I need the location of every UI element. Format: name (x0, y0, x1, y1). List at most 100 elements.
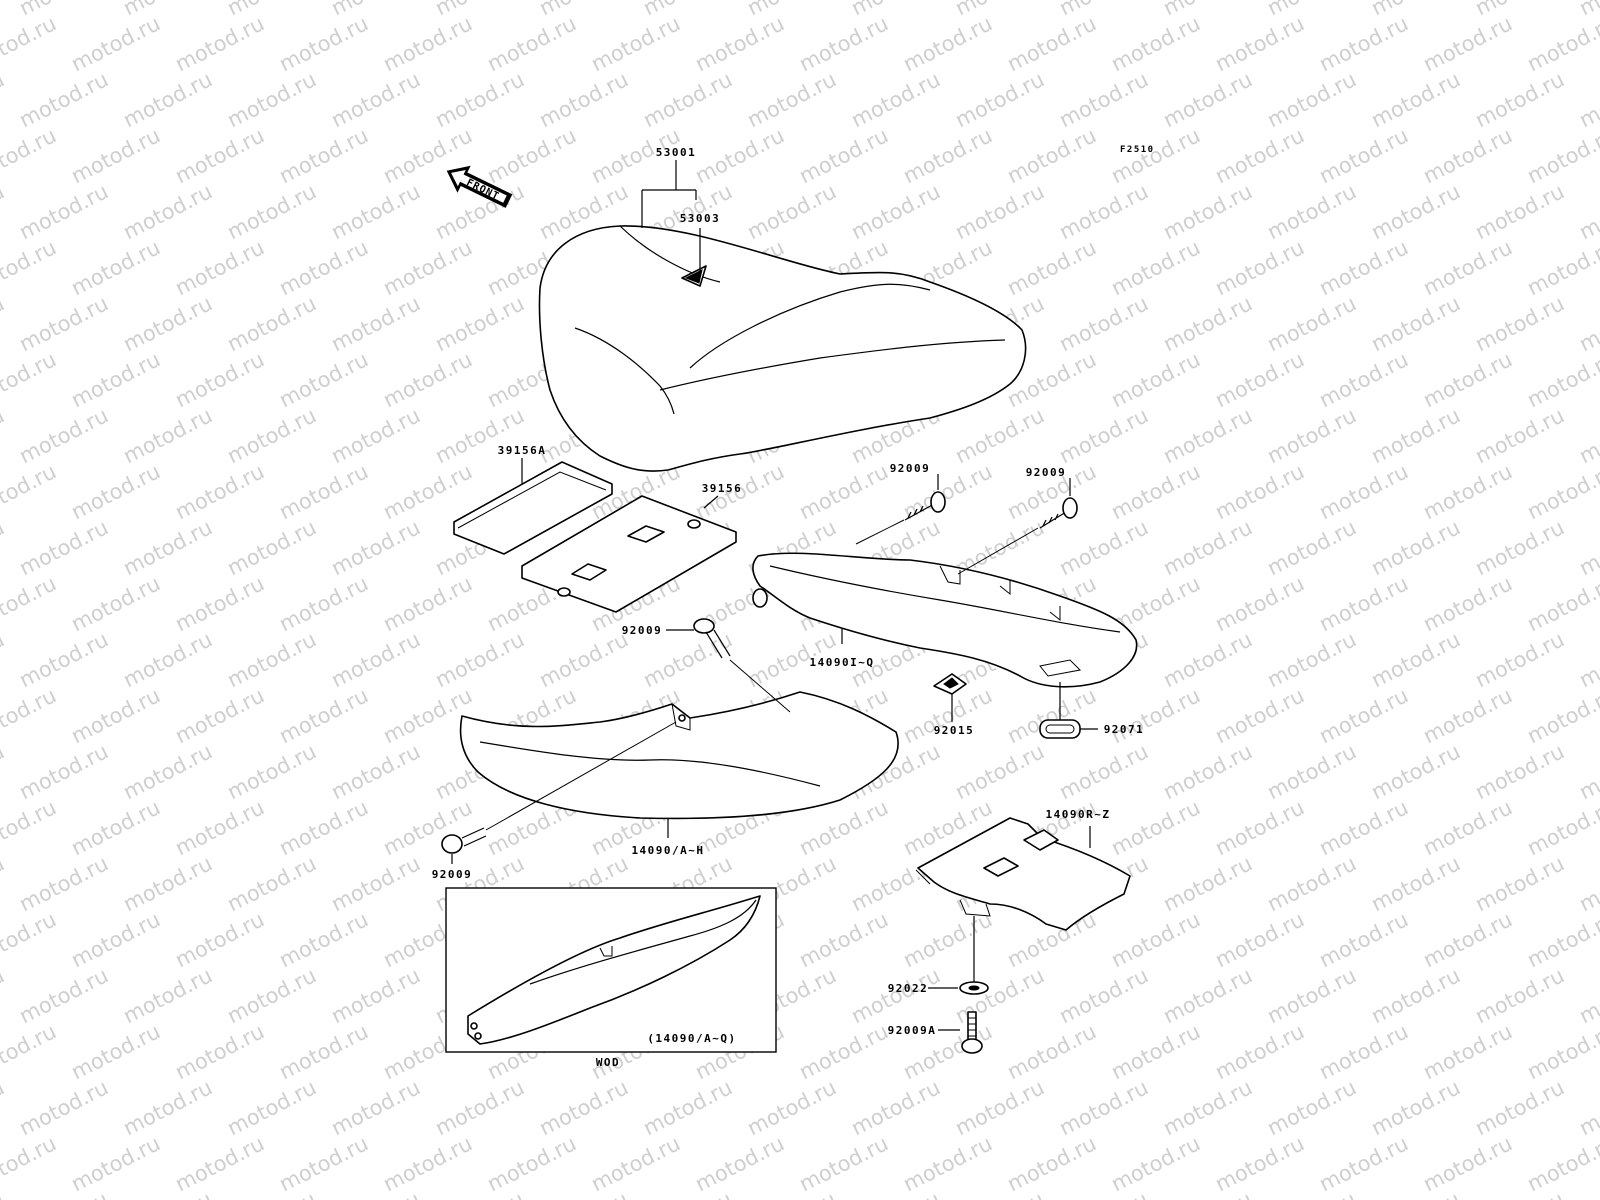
watermark-text: motod.ru (1523, 907, 1600, 972)
watermark-text: motod.ru (119, 627, 216, 692)
watermark-text: motod.ru (0, 1075, 8, 1140)
plate-39156a[interactable] (453, 461, 613, 555)
part-label-92009-upper-left: 92009 (890, 462, 931, 475)
watermark-text: motod.ru (1263, 1075, 1360, 1140)
watermark-text: motod.ru (951, 403, 1048, 468)
watermark-text: motod.ru (1055, 179, 1152, 244)
watermark-text: motod.ru (15, 627, 112, 692)
watermark-text: motod.ru (431, 403, 528, 468)
seat-part[interactable] (538, 225, 1027, 472)
bolt-92009a[interactable] (961, 1011, 983, 1054)
watermark-text: motod.ru (0, 515, 8, 580)
watermark-text: motod.ru (1211, 795, 1308, 860)
watermark-text: motod.ru (171, 795, 268, 860)
watermark-text: motod.ru (1367, 1187, 1464, 1200)
watermark-text: motod.ru (0, 123, 60, 188)
part-label-92009-lower: 92009 (432, 868, 473, 881)
watermark-text: motod.ru (1159, 403, 1256, 468)
watermark-text: motod.ru (1107, 795, 1204, 860)
bolt-92009-lower[interactable] (441, 827, 487, 854)
part-label-92022: 92022 (888, 982, 929, 995)
watermark-text: motod.ru (67, 1019, 164, 1084)
watermark-text: motod.ru (743, 67, 840, 132)
watermark-text: motod.ru (327, 291, 424, 356)
side-cover-lower[interactable] (459, 691, 899, 820)
watermark-text: motod.ru (1263, 851, 1360, 916)
watermark-text: motod.ru (1471, 515, 1568, 580)
watermark-text: motod.ru (587, 1131, 684, 1196)
bracket-14090r[interactable] (915, 817, 1131, 931)
watermark-text: motod.ru (1523, 459, 1600, 524)
watermark-text: motod.ru (275, 683, 372, 748)
watermark-text: motod.ru (1315, 571, 1412, 636)
watermark-text: motod.ru (1055, 67, 1152, 132)
watermark-text: motod.ru (1003, 1019, 1100, 1084)
watermark-text: motod.ru (1471, 1187, 1568, 1200)
watermark-text: motod.ru (1107, 907, 1204, 972)
watermark-text: motod.ru (1211, 571, 1308, 636)
tail-cover-upper[interactable] (752, 552, 1138, 688)
watermark-text: motod.ru (1263, 67, 1360, 132)
watermark-text: motod.ru (1263, 403, 1360, 468)
grommet-92071[interactable] (1039, 719, 1081, 739)
watermark-text: motod.ru (171, 683, 268, 748)
watermark-text: motod.ru (67, 235, 164, 300)
watermark-text: motod.ru (0, 795, 60, 860)
watermark-text: motod.ru (67, 907, 164, 972)
bolt-92009-upper-left[interactable] (904, 491, 946, 521)
bolt-92009-middle[interactable] (693, 618, 731, 659)
watermark-text: motod.ru (639, 67, 736, 132)
watermark-text: motod.ru (1315, 459, 1412, 524)
watermark-text: motod.ru (1315, 795, 1412, 860)
watermark-text: motod.ru (1419, 459, 1516, 524)
watermark-text: motod.ru (1315, 907, 1412, 972)
watermark-text: motod.ru (171, 1131, 268, 1196)
bolt-92009-upper-right[interactable] (1039, 497, 1078, 529)
watermark-text: motod.ru (743, 1075, 840, 1140)
part-label-92015: 92015 (934, 724, 975, 737)
watermark-text: motod.ru (119, 851, 216, 916)
watermark-text: motod.ru (15, 179, 112, 244)
watermark-text: motod.ru (431, 1075, 528, 1140)
watermark-text: motod.ru (431, 291, 528, 356)
part-label-14090i: 14090I~Q (810, 656, 875, 669)
watermark-text: motod.ru (171, 11, 268, 76)
watermark-text: motod.ru (1107, 1019, 1204, 1084)
watermark-text: motod.ru (1523, 11, 1600, 76)
watermark-text: motod.ru (0, 0, 8, 20)
watermark-text: motod.ru (1575, 67, 1600, 132)
watermark-text: motod.ru (1367, 515, 1464, 580)
watermark-text: motod.ru (1003, 123, 1100, 188)
watermark-text: motod.ru (1055, 515, 1152, 580)
watermark-text: motod.ru (1419, 683, 1516, 748)
part-label-53003: 53003 (680, 212, 721, 225)
watermark-text: motod.ru (1575, 1187, 1600, 1200)
watermark-text: motod.ru (1419, 347, 1516, 412)
watermark-text: motod.ru (0, 291, 8, 356)
watermark-text: motod.ru (1211, 907, 1308, 972)
watermark-text: motod.ru (119, 963, 216, 1028)
watermark-text: motod.ru (1107, 459, 1204, 524)
watermark-text: motod.ru (0, 851, 8, 916)
clip-nut-92015[interactable] (933, 673, 967, 695)
watermark-text: motod.ru (327, 1187, 424, 1200)
watermark-text: motod.ru (327, 67, 424, 132)
watermark-text: motod.ru (1471, 627, 1568, 692)
inset-caption: WOD (596, 1056, 620, 1069)
watermark-text: motod.ru (327, 739, 424, 804)
watermark-text: motod.ru (743, 1187, 840, 1200)
watermark-text: motod.ru (1211, 235, 1308, 300)
washer-92022[interactable] (959, 981, 989, 995)
watermark-text: motod.ru (1315, 235, 1412, 300)
watermark-text: motod.ru (1419, 795, 1516, 860)
part-label-53001: 53001 (656, 146, 697, 159)
watermark-text: motod.ru (67, 1131, 164, 1196)
watermark-text: motod.ru (0, 1187, 8, 1200)
watermark-text: motod.ru (1159, 627, 1256, 692)
watermark-text: motod.ru (0, 11, 60, 76)
watermark-text: motod.ru (67, 11, 164, 76)
watermark-text: motod.ru (587, 11, 684, 76)
plate-39156[interactable] (521, 495, 737, 613)
watermark-text: motod.ru (1159, 179, 1256, 244)
watermark-text: motod.ru (275, 1019, 372, 1084)
